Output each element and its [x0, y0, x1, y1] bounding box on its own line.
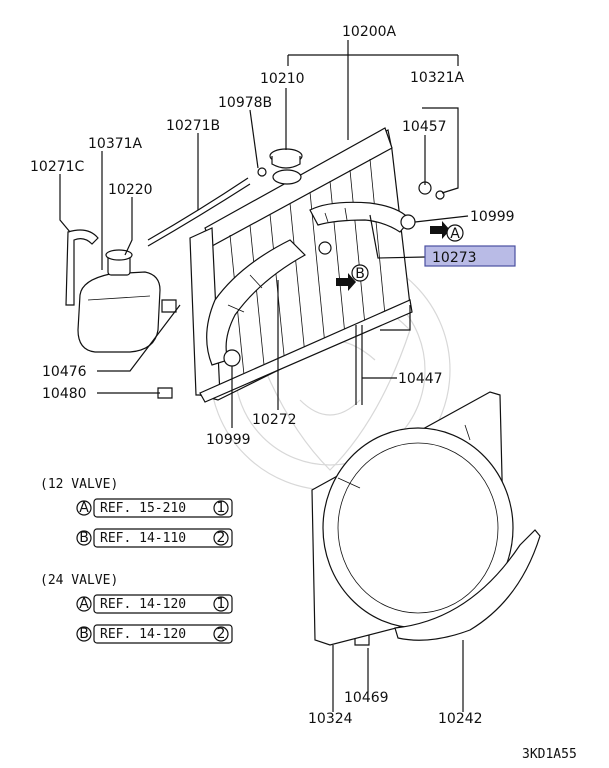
label-10200A[interactable]: 10200A	[342, 24, 397, 40]
diagram-code: 3KD1A55	[522, 747, 577, 762]
callout-b: B	[336, 264, 369, 291]
label-10469[interactable]: 10469	[344, 690, 389, 706]
valve-reference-24: (24 VALVE) A REF. 14-120 1 B REF. 14-120…	[40, 573, 233, 644]
overflow-hose-b	[147, 177, 249, 241]
reserve-tank	[77, 249, 161, 353]
svg-text:A: A	[79, 500, 89, 516]
label-10272[interactable]: 10272	[252, 412, 297, 428]
lower-shroud	[394, 529, 541, 641]
callout-a-letter: A	[450, 226, 460, 242]
svg-text:A: A	[79, 596, 89, 612]
label-10999-bottom[interactable]: 10999	[206, 432, 251, 448]
label-10371A[interactable]: 10371A	[88, 136, 143, 152]
label-10999-top[interactable]: 10999	[470, 209, 515, 225]
callout-a: A	[430, 221, 464, 242]
upper-hose	[309, 201, 411, 233]
overflow-hose-c	[65, 229, 99, 306]
label-10447[interactable]: 10447	[398, 371, 443, 387]
ref-24-a[interactable]: REF. 14-120	[100, 597, 186, 612]
hose-clamps	[157, 167, 445, 646]
lower-hose	[206, 239, 306, 366]
label-10457[interactable]: 10457	[402, 119, 447, 135]
label-10321A[interactable]: 10321A	[410, 70, 465, 86]
label-10271C[interactable]: 10271C	[30, 159, 85, 175]
label-10242[interactable]: 10242	[438, 711, 483, 727]
valve-24-title: (24 VALVE)	[40, 573, 118, 588]
svg-text:2: 2	[217, 626, 226, 642]
svg-text:1: 1	[217, 500, 226, 516]
label-10210[interactable]: 10210	[260, 71, 305, 87]
label-10480[interactable]: 10480	[42, 386, 87, 402]
leader-lines	[59, 40, 469, 712]
svg-text:2: 2	[217, 530, 226, 546]
label-10220[interactable]: 10220	[108, 182, 153, 198]
ref-12-a[interactable]: REF. 15-210	[100, 501, 186, 516]
ref-12-b[interactable]: REF. 14-110	[100, 531, 186, 546]
svg-text:B: B	[355, 266, 365, 282]
label-10476[interactable]: 10476	[42, 364, 87, 380]
label-10978B[interactable]: 10978B	[218, 95, 272, 111]
label-10324[interactable]: 10324	[308, 711, 353, 727]
radiator-cap	[269, 148, 303, 169]
label-10273[interactable]: 10273	[432, 250, 477, 266]
label-10271B[interactable]: 10271B	[166, 118, 220, 134]
valve-12-title: (12 VALVE)	[40, 477, 118, 492]
radiator	[189, 127, 413, 403]
valve-reference-12: (12 VALVE) A REF. 15-210 1 B REF. 14-110…	[40, 477, 233, 548]
svg-text:B: B	[79, 626, 89, 642]
highlight-10273	[424, 245, 516, 267]
svg-text:1: 1	[217, 596, 226, 612]
svg-text:B: B	[79, 530, 89, 546]
ref-24-b[interactable]: REF. 14-120	[100, 627, 186, 642]
